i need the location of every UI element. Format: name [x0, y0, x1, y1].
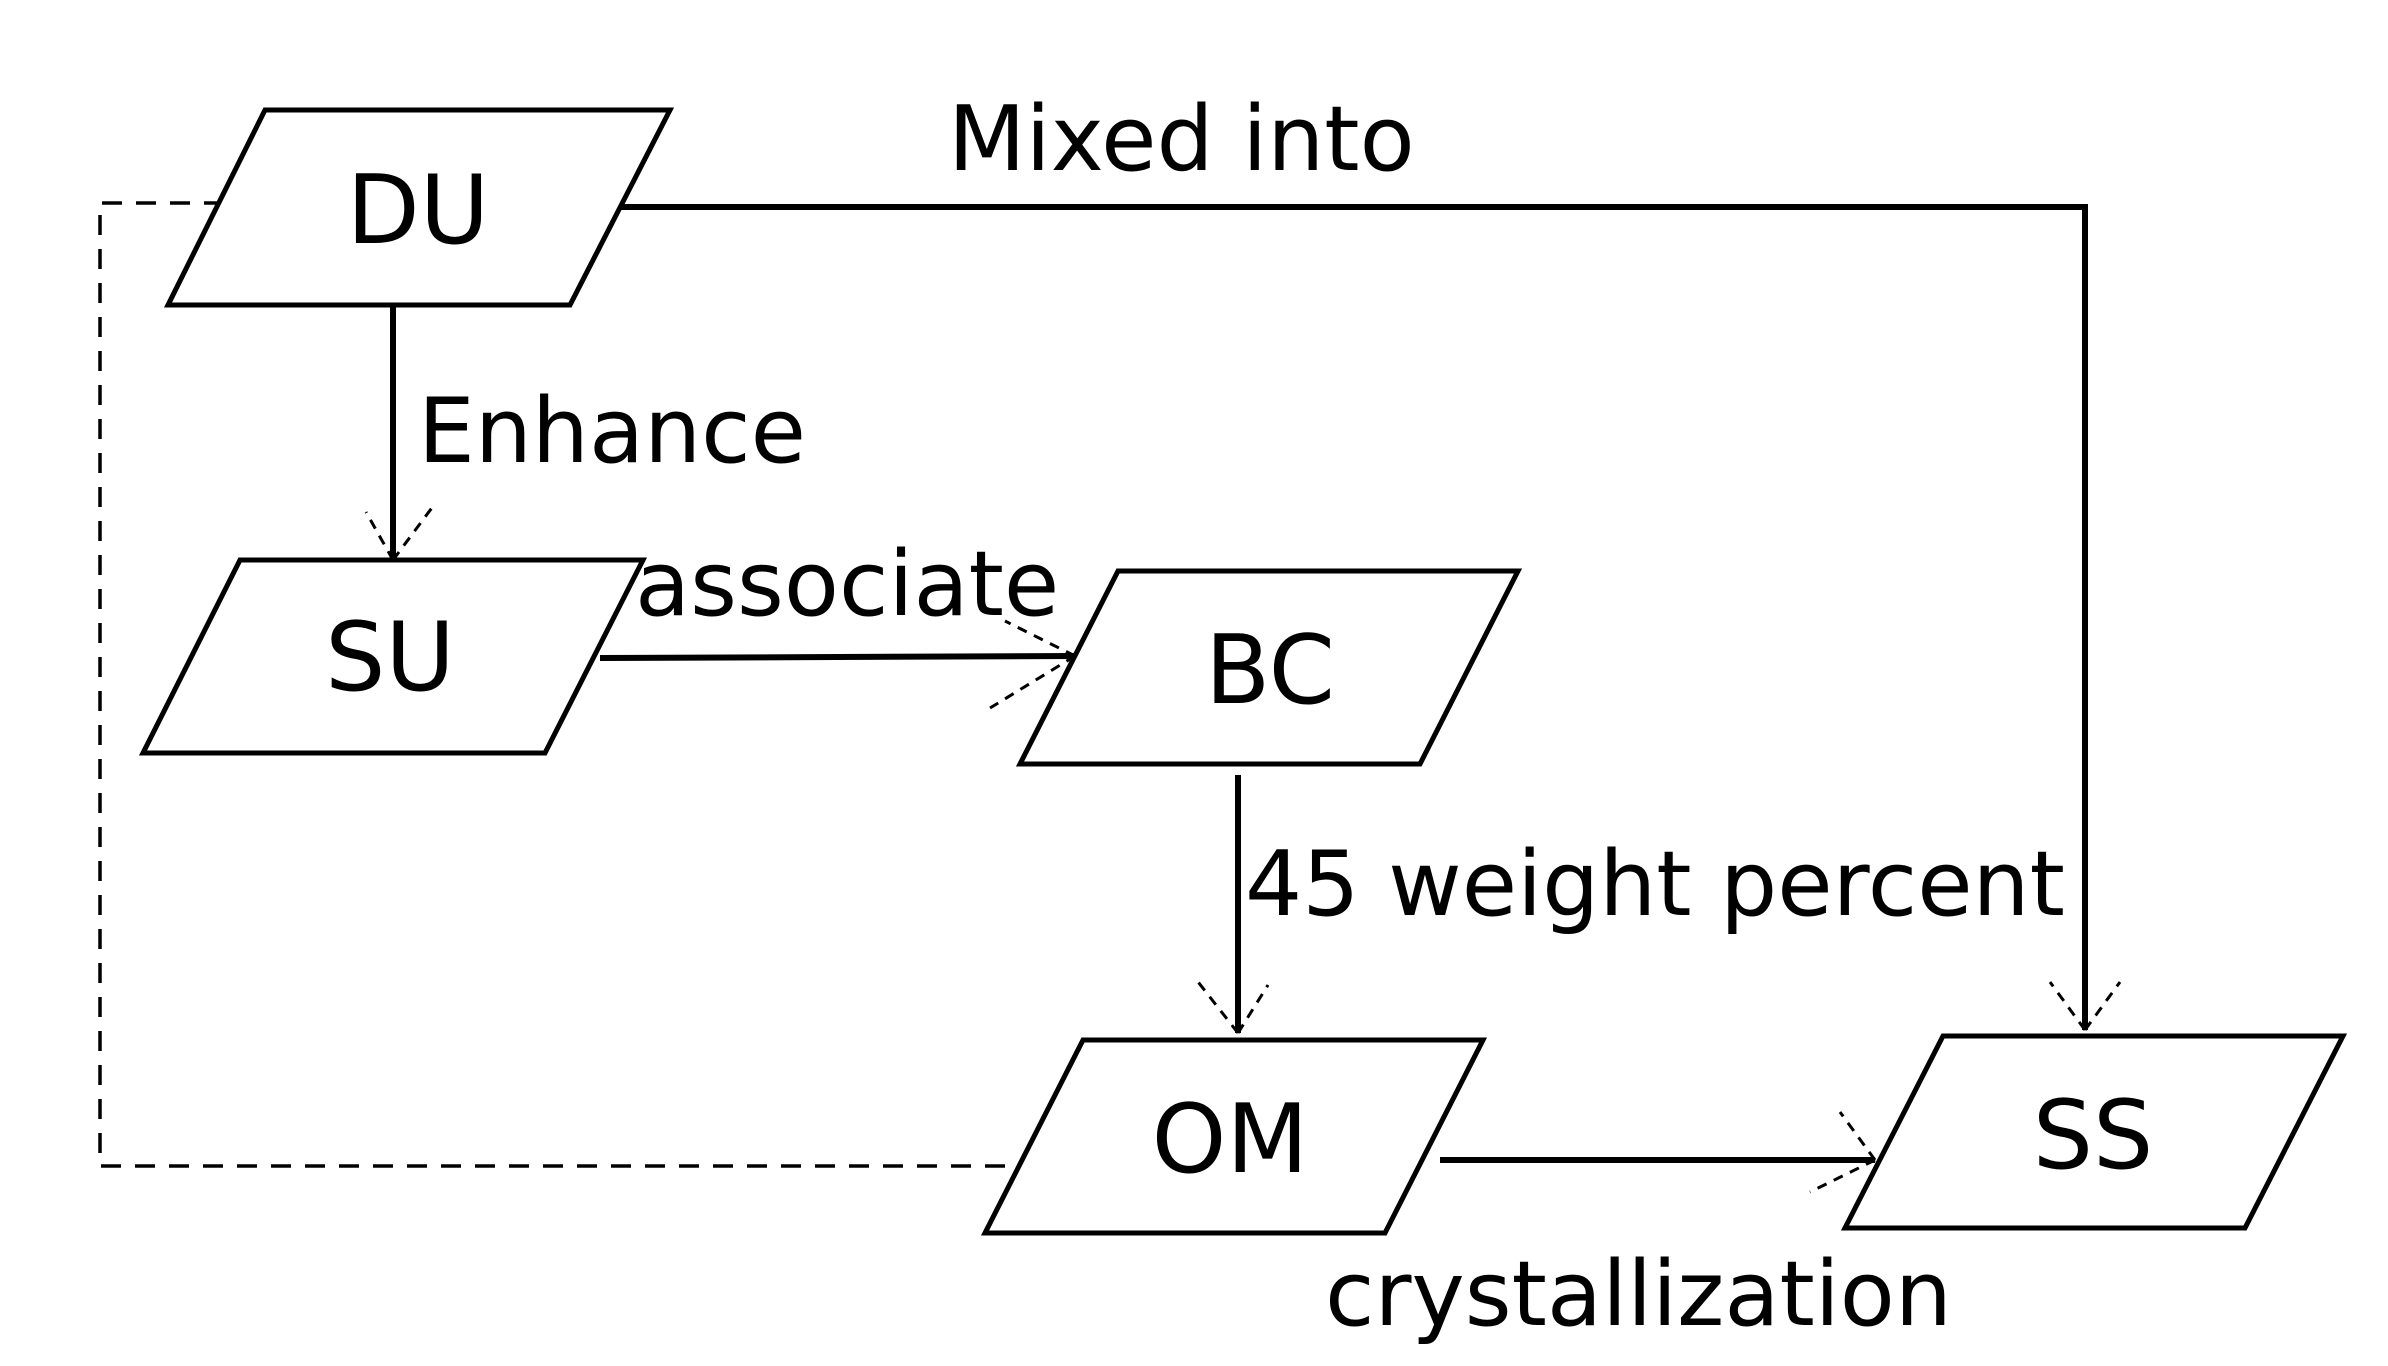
edge-label-weight-percent: 45 weight percent	[1245, 832, 2065, 937]
node-du-label: DU	[347, 156, 490, 266]
arrowhead-om	[1193, 977, 1270, 1034]
node-du: DU	[163, 107, 675, 308]
node-ss-label: SS	[2033, 1081, 2154, 1191]
node-bc-label: BC	[1205, 616, 1335, 726]
edge-su-bc	[599, 653, 1076, 661]
arrowhead-su	[364, 504, 436, 561]
arrowhead-ss-left	[1809, 1111, 1877, 1194]
edge-label-mixed-into: Mixed into	[948, 87, 1415, 192]
node-su-label: SU	[325, 603, 455, 713]
edge-label-associate: associate	[635, 532, 1059, 637]
edge-om-du-dashed	[98, 201, 1005, 1168]
node-su: SU	[138, 557, 648, 756]
edge-label-enhance: Enhance	[418, 379, 806, 484]
edge-label-crystallization: crystallization	[1325, 1242, 1952, 1347]
node-om: OM	[980, 1037, 1488, 1236]
node-om-label: OM	[1152, 1085, 1309, 1195]
node-ss: SS	[1840, 1033, 2348, 1231]
arrowhead-ss-top	[2048, 981, 2122, 1031]
node-bc: BC	[1015, 568, 1523, 767]
arrowhead-bc	[989, 619, 1076, 710]
edge-du-ss	[620, 204, 2088, 1030]
